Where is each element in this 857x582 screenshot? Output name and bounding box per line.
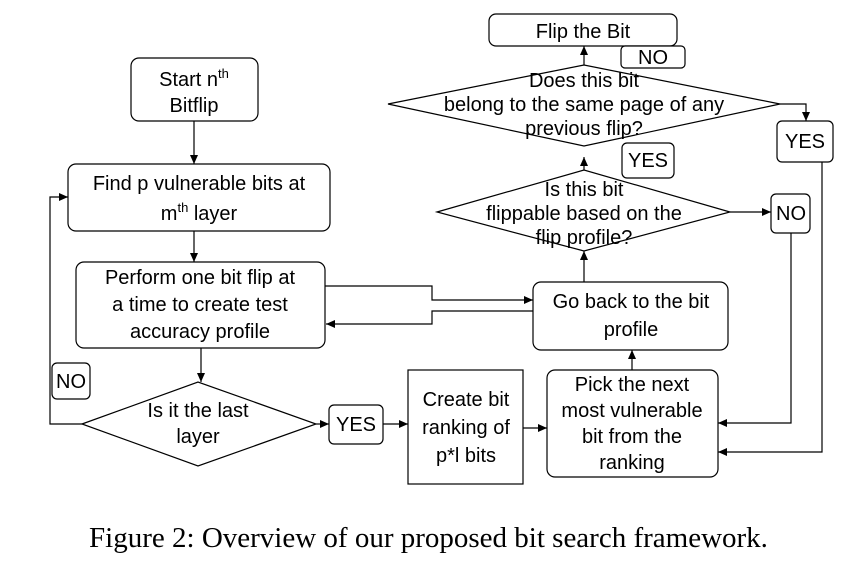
label-box-no-samepage	[620, 45, 686, 69]
node-find-box	[67, 163, 331, 232]
edge-no-to-pick	[718, 233, 792, 427]
node-start-box	[130, 57, 259, 122]
perform-line1: Perform one bit flip at	[105, 267, 296, 289]
pick-line4: ranking	[599, 452, 665, 474]
samepage-line3: previous flip?	[525, 118, 643, 140]
flippable-line3: flip profile?	[536, 227, 633, 249]
edge-label-no-samepage: NO	[638, 47, 668, 69]
edge-goback-to-perform	[326, 310, 533, 328]
edge-perform-to-goback	[325, 285, 533, 304]
label-box-no-lastlayer	[51, 362, 91, 400]
start-line2: Bitflip	[170, 95, 219, 117]
label-box-yes-flippable	[621, 142, 675, 179]
goback-line1: Go back to the bit	[553, 291, 710, 313]
edge-label-yes-lastlayer: YES	[336, 414, 376, 436]
edge-label-yes-flippable: YES	[628, 150, 668, 172]
connectors	[49, 46, 823, 456]
samepage-line2: belong to the same page of any	[444, 94, 724, 116]
label-box-yes-lastlayer	[328, 404, 384, 445]
pick-line1: Pick the next	[575, 374, 690, 396]
flippable-line1: Is this bit	[545, 179, 624, 201]
perform-line2: a time to create test	[112, 294, 288, 316]
edge-no-loop-to-find	[49, 193, 82, 425]
perform-line3: accuracy profile	[130, 321, 270, 343]
find-line2: mth layer	[161, 200, 238, 225]
lastlayer-line1: Is it the last	[147, 400, 249, 422]
node-flippable-diamond	[434, 169, 733, 252]
edge-samepage-to-yes	[780, 103, 810, 121]
node-flip-box	[488, 13, 678, 47]
pick-line3: bit from the	[582, 426, 682, 448]
goback-line2: profile	[604, 319, 658, 341]
node-goback-box	[532, 281, 729, 351]
ranking-line2: ranking of	[422, 417, 510, 439]
flippable-line2: flippable based on the	[486, 203, 682, 225]
node-pick-box	[546, 369, 719, 478]
flip-line1: Flip the Bit	[536, 21, 631, 43]
node-lastlayer-diamond	[80, 381, 318, 467]
edge-label-yes-samepage: YES	[785, 131, 825, 153]
edge-label-no-flippable: NO	[776, 203, 806, 225]
find-line1: Find p vulnerable bits at	[93, 173, 306, 195]
label-box-no-flippable	[770, 193, 811, 234]
edge-label-no-lastlayer: NO	[56, 371, 86, 393]
node-samepage-diamond	[387, 64, 781, 147]
ranking-line1: Create bit	[423, 389, 510, 411]
pick-line2: most vulnerable	[561, 400, 702, 422]
edge-yes-to-pick	[718, 162, 823, 456]
start-line1: Start nth	[159, 66, 229, 91]
flowchart: Start nth Bitflip Find p vulnerable bits…	[49, 13, 834, 485]
label-box-yes-samepage	[776, 120, 834, 163]
node-ranking-box	[407, 369, 524, 485]
node-perform-box	[75, 261, 326, 349]
samepage-line1: Does this bit	[529, 70, 639, 92]
lastlayer-line2: layer	[176, 426, 220, 448]
ranking-line3: p*l bits	[436, 445, 496, 467]
figure-caption: Figure 2: Overview of our proposed bit s…	[89, 522, 768, 554]
